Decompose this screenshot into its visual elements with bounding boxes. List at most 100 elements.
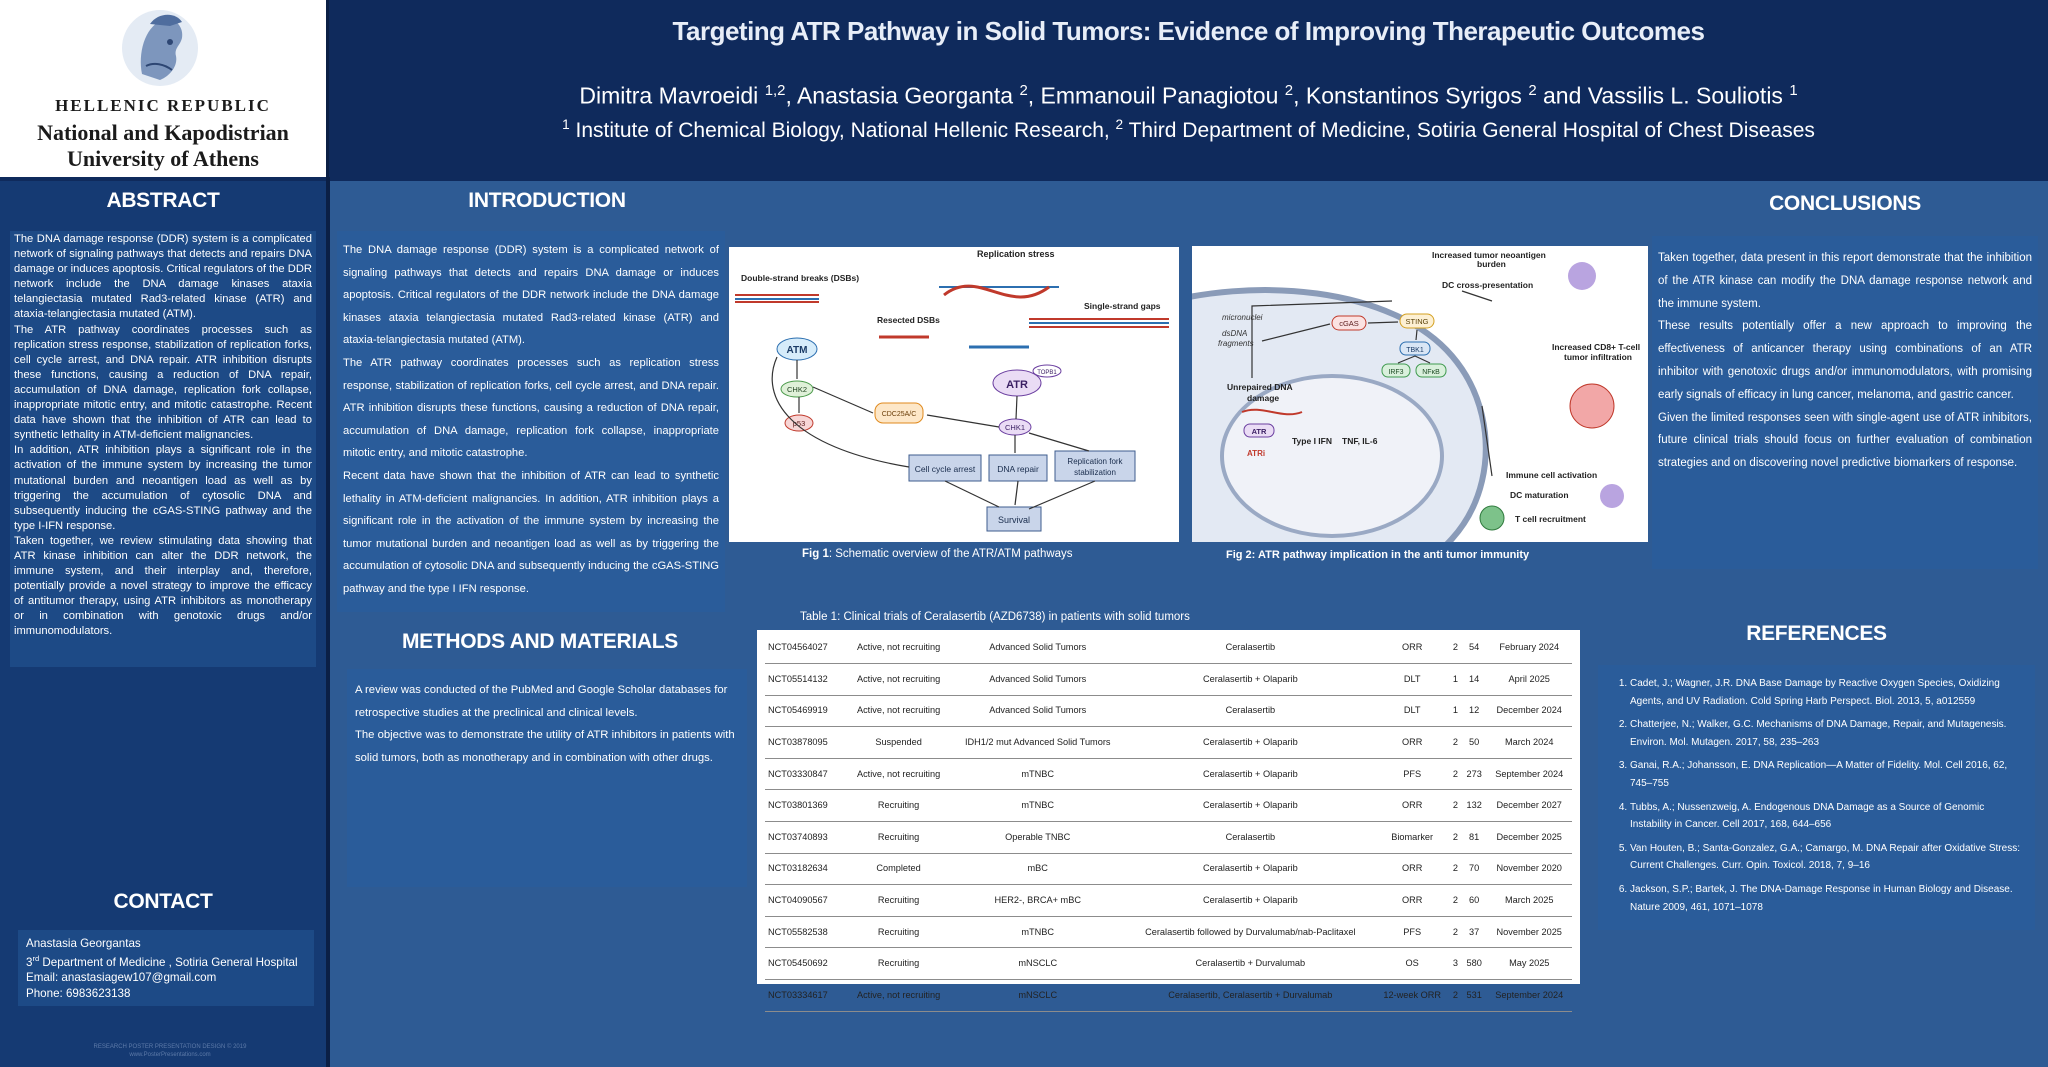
fig2-label: Increased tumor neoantigen	[1432, 250, 1546, 260]
fig1-node: CHK2	[787, 385, 807, 394]
table-cell: PFS	[1375, 916, 1449, 949]
table-cell: Active, not recruiting	[847, 758, 951, 791]
table-cell: 531	[1461, 979, 1487, 1012]
fig1-node: ATM	[787, 345, 808, 356]
table-cell: Ceralasertib + Olaparib	[1125, 663, 1376, 696]
fig2-label: T cell recruitment	[1515, 514, 1586, 524]
author-5: and Vassilis L. Souliotis	[1536, 82, 1790, 109]
fig2-label: DC cross-presentation	[1442, 280, 1533, 290]
table-cell: Ceralasertib + Olaparib	[1125, 758, 1376, 791]
table-cell: 14	[1461, 663, 1487, 696]
fig1-node: ATR	[1006, 379, 1028, 391]
table-cell: November 2025	[1486, 916, 1572, 949]
fig2-label: tumor infiltration	[1564, 352, 1632, 362]
footer-line-2: www.PosterPresentations.com	[129, 1052, 211, 1058]
table-cell: NCT05469919	[765, 695, 847, 728]
university-logo: HELLENIC REPUBLIC National and Kapodistr…	[0, 0, 326, 177]
table-cell: 50	[1461, 726, 1487, 759]
fig2-node: STING	[1406, 317, 1429, 326]
table-cell: ORR	[1375, 632, 1449, 665]
table-cell: 132	[1461, 789, 1487, 823]
author-2: , Anastasia Georganta	[785, 82, 1020, 109]
poster-header: Targeting ATR Pathway in Solid Tumors: E…	[329, 0, 2048, 177]
fig1-outcome: DNA repair	[997, 464, 1039, 474]
dept-rest: Department of Medicine , Sotiria General…	[39, 956, 298, 970]
fig2-label: Type I IFN	[1292, 436, 1332, 446]
fig1-label: Replication stress	[977, 249, 1055, 259]
fig1-outcome: stabilization	[1074, 468, 1116, 477]
reference-item: Ganai, R.A.; Johansson, E. DNA Replicati…	[1630, 757, 2027, 792]
contact-email[interactable]: Email: anastasiagew107@gmail.com	[26, 971, 217, 985]
fig2-node: NFκB	[1422, 369, 1440, 376]
table-cell: Biomarker	[1375, 821, 1449, 854]
fig1-node: TOPB1	[1037, 370, 1057, 376]
table-cell: Operable TNBC	[950, 821, 1126, 854]
table-cell: 2	[1448, 789, 1462, 823]
reference-item: Van Houten, B.; Santa-Gonzalez, G.A.; Ca…	[1630, 840, 2027, 875]
table-cell: September 2024	[1486, 979, 1572, 1012]
table-cell: 2	[1448, 758, 1462, 791]
caption-text: : Schematic overview of the ATR/ATM path…	[828, 548, 1073, 560]
fig2-label: dsDNA	[1222, 329, 1247, 338]
abstract-heading: ABSTRACT	[106, 189, 220, 212]
contact-name: Anastasia Georgantas	[26, 937, 141, 950]
table-cell: mTNBC	[950, 916, 1126, 949]
logo-line-3: University of Athens	[67, 146, 259, 171]
table-cell: NCT03330847	[765, 758, 847, 791]
fig1-outcome: Cell cycle arrest	[915, 464, 976, 474]
affil-2-sup: 2	[1115, 117, 1124, 132]
references-list: Cadet, J.; Wagner, J.R. DNA Base Damage …	[1598, 665, 2035, 930]
figure-1-caption: Fig 1: Schematic overview of the ATR/ATM…	[802, 548, 1073, 560]
fig2-node: TBK1	[1406, 347, 1424, 354]
fig2-label: micronuclei	[1222, 313, 1263, 322]
fig1-outcome: Replication fork	[1067, 457, 1123, 466]
conclusions-heading: CONCLUSIONS	[1769, 192, 1921, 215]
abstract-paragraph: The ATR pathway coordinates processes su…	[14, 323, 312, 442]
table-cell: Ceralasertib	[1125, 695, 1376, 728]
table-cell: NCT03878095	[765, 726, 847, 759]
logo-line-1: HELLENIC REPUBLIC	[55, 96, 271, 115]
table-cell: Ceralasertib followed by Durvalumab/nab-…	[1125, 916, 1376, 949]
figure-2-caption: Fig 2: ATR pathway implication in the an…	[1226, 549, 1530, 561]
contact-box: Anastasia Georgantas 3rd Department of M…	[18, 930, 314, 1006]
anti-tumor-immunity-diagram: Increased tumor neoantigen burden DC cro…	[1192, 250, 1640, 542]
fig1-node: CHK1	[1005, 423, 1025, 432]
abstract-text: The DNA damage response (DDR) system is …	[10, 231, 316, 667]
table-cell: Advanced Solid Tumors	[950, 632, 1126, 665]
fig2-label: DC maturation	[1510, 490, 1569, 500]
fig2-node: cGAS	[1339, 319, 1359, 328]
fig2-label: ATRi	[1247, 449, 1265, 458]
table-cell: Active, not recruiting	[847, 979, 951, 1012]
table-cell: December 2025	[1486, 821, 1572, 854]
table-cell: mNSCLC	[950, 979, 1126, 1012]
table-cell: NCT05582538	[765, 916, 847, 949]
table-cell: Advanced Solid Tumors	[950, 695, 1126, 728]
table-cell: OS	[1375, 947, 1449, 981]
author-4-sup: 2	[1528, 82, 1537, 99]
table-cell: mTNBC	[950, 758, 1126, 791]
table-cell: 60	[1461, 884, 1487, 917]
atr-atm-pathway-diagram: Replication stress Double-strand breaks …	[735, 249, 1169, 532]
table-cell: 2	[1448, 853, 1462, 886]
table-cell: mNSCLC	[950, 947, 1126, 981]
table-cell: March 2024	[1486, 726, 1572, 759]
logo-line-2: National and Kapodistrian	[37, 120, 289, 145]
table-cell: ORR	[1375, 726, 1449, 759]
table-cell: 12-week ORR	[1375, 979, 1449, 1012]
fig1-label: Double-strand breaks (DSBs)	[741, 273, 859, 283]
fig2-label: Immune cell activation	[1506, 470, 1597, 480]
author-list: Dimitra Mavroeidi 1,2, Anastasia Georgan…	[329, 82, 2048, 110]
table-cell: NCT03182634	[765, 853, 847, 886]
table-cell: NCT05514132	[765, 663, 847, 696]
figure-2: Increased tumor neoantigen burden DC cro…	[1192, 246, 1648, 542]
table-cell: Ceralasertib	[1125, 632, 1376, 665]
fig1-node: p53	[793, 419, 806, 428]
table-cell: mBC	[950, 853, 1126, 886]
table-cell: 81	[1461, 821, 1487, 854]
